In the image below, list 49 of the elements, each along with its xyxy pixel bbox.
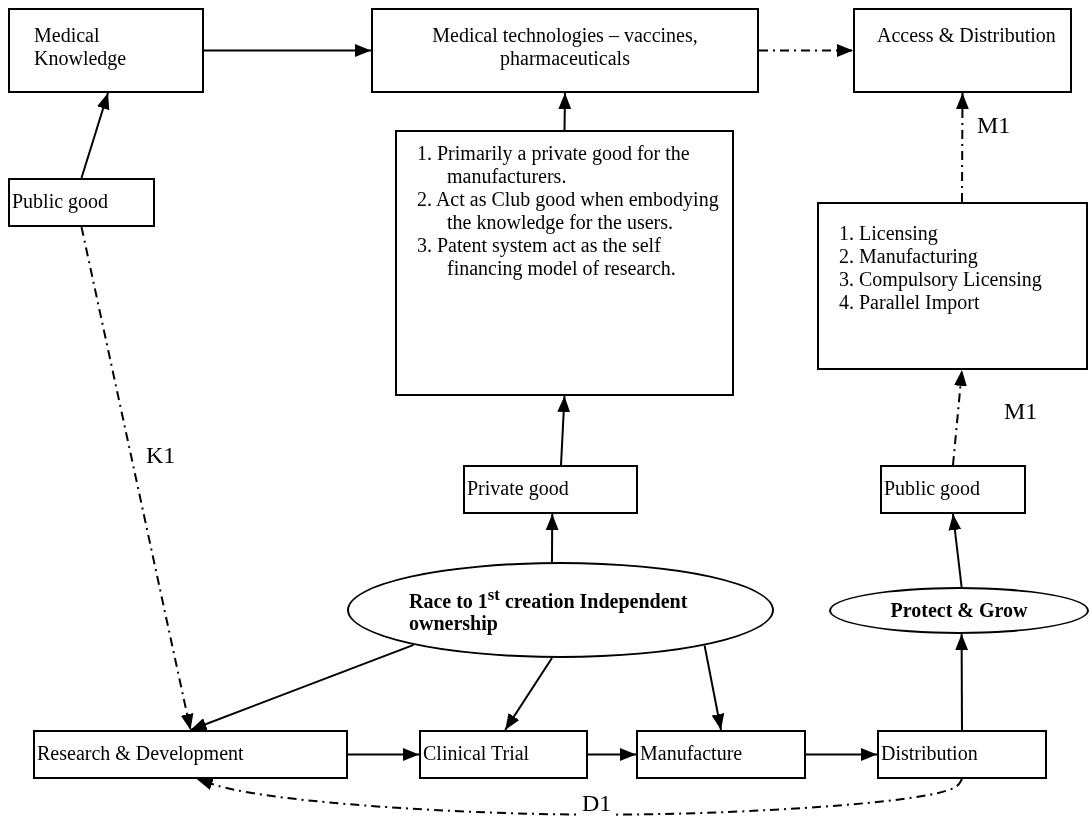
node-text: 4. Parallel Import <box>839 291 981 314</box>
node-text: Race to 1$^{st}$ creation Independent ownership <box>409 584 689 636</box>
arrow <box>703 644 725 731</box>
arrow <box>545 513 559 564</box>
node-text: 3. Patent system act as the self financing model of research. <box>417 234 677 280</box>
arrow <box>189 643 415 731</box>
process-box <box>8 178 155 227</box>
node-text: Medical technologies – vaccines, pharmaceuticals <box>431 24 699 70</box>
arrow <box>203 44 372 57</box>
process-box <box>853 8 1072 93</box>
process-box <box>33 730 348 779</box>
node-text: Distribution <box>881 742 979 765</box>
process-box <box>877 730 1047 779</box>
arrow <box>956 92 969 203</box>
node-text: 1. Licensing <box>839 222 939 245</box>
node-text: Research & Development <box>37 742 245 765</box>
node-text: 2. Act as Club good when embodying the knowledge for the users. <box>417 188 720 234</box>
arrow <box>80 92 110 179</box>
arrow <box>805 748 878 761</box>
list-box <box>395 130 734 396</box>
node-text: Medical Knowledge <box>34 24 128 70</box>
node-text: Access & Distribution <box>877 24 1057 47</box>
node-text: Public good <box>12 190 110 213</box>
process-box <box>636 730 806 779</box>
arrow <box>558 92 572 131</box>
arrow <box>195 777 963 816</box>
arrow <box>758 44 854 57</box>
node-text: Manufacture <box>640 742 744 765</box>
node-text: 3. Compulsory Licensing <box>839 268 1043 291</box>
arrow <box>347 748 420 761</box>
node-text: Clinical Trial <box>423 742 531 765</box>
process-box <box>880 465 1026 514</box>
process-box <box>371 8 759 93</box>
node-text: Public good <box>884 477 982 500</box>
arrow <box>955 633 969 731</box>
list-box <box>817 202 1088 370</box>
arrow <box>587 748 637 761</box>
arrow <box>557 395 571 466</box>
node-text: 2. Manufacturing <box>839 245 979 268</box>
process-box <box>419 730 588 779</box>
process-box <box>8 8 204 93</box>
node-text: Private good <box>467 477 570 500</box>
arrow <box>504 656 553 731</box>
node-text: Protect & Grow <box>890 599 1028 622</box>
arrow <box>80 226 194 731</box>
node-text: 1. Primarily a private good for the manufacturers. <box>417 142 691 188</box>
process-box <box>463 465 638 514</box>
arrow <box>952 369 967 466</box>
arrow <box>948 513 963 588</box>
